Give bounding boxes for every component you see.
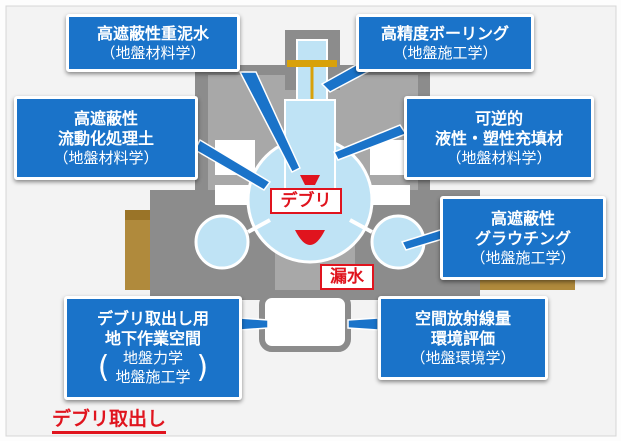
callout-mud-water-sub: （地盤材料学） bbox=[100, 43, 206, 62]
callout-radiation-title-2: 環境評価 bbox=[430, 328, 495, 348]
callout-radiation-title-1: 空間放射線量 bbox=[414, 308, 511, 328]
callout-boring: 高精度ボーリング （地盤施工学） bbox=[356, 14, 534, 72]
callout-grouting-title-2: グラウチング bbox=[474, 228, 571, 248]
compartment-left-2 bbox=[215, 185, 255, 205]
callout-grouting-title-1: 高遮蔽性 bbox=[490, 208, 555, 228]
arrow-mud-water bbox=[238, 71, 301, 174]
callout-reversible-title-1: 可逆的 bbox=[474, 108, 523, 128]
callout-workspace-title-2: 地下作業空間 bbox=[104, 328, 201, 348]
callout-fluid-soil-title-2: 流動化処理土 bbox=[57, 128, 154, 148]
callout-grouting-sub: （地盤施工学） bbox=[470, 248, 576, 267]
callout-mud-water-title: 高遮蔽性重泥水 bbox=[96, 23, 209, 43]
callout-workspace-sub-lines: 地盤力学 地盤施工学 bbox=[115, 349, 190, 388]
debris-blob-top bbox=[300, 175, 320, 185]
underground-workspace bbox=[259, 292, 351, 352]
pipe-left bbox=[247, 218, 271, 234]
callout-mud-water: 高遮蔽性重泥水 （地盤材料学） bbox=[66, 14, 240, 72]
arrow-fluid-soil bbox=[194, 138, 272, 191]
callout-workspace-title-1: デブリ取出し用 bbox=[96, 308, 209, 328]
callout-radiation: 空間放射線量 環境評価 （地盤環境学） bbox=[378, 296, 548, 380]
callout-grouting: 高遮蔽性 グラウチング （地盤施工学） bbox=[440, 196, 606, 280]
arrow-workspace bbox=[239, 317, 269, 331]
debris-blob-bottom bbox=[295, 230, 325, 245]
footer-label: デブリ取出し bbox=[52, 408, 167, 434]
callout-workspace: デブリ取出し用 地下作業空間 ( 地盤力学 地盤施工学 ) bbox=[64, 296, 242, 400]
callout-fluid-soil-sub: （地盤材料学） bbox=[53, 148, 159, 167]
callout-reversible-sub: （地盤材料学） bbox=[446, 148, 552, 167]
paren-open: ( bbox=[97, 350, 110, 385]
callout-reversible-title-2: 液性・塑性充填材 bbox=[434, 128, 563, 148]
pipe-right bbox=[349, 218, 373, 234]
callout-workspace-sub-1: 地盤力学 bbox=[122, 348, 183, 367]
paren-close: ) bbox=[196, 350, 209, 385]
callout-fluid-soil: 高遮蔽性 流動化処理土 （地盤材料学） bbox=[14, 96, 198, 180]
callout-reversible: 可逆的 液性・塑性充填材 （地盤材料学） bbox=[404, 96, 594, 180]
suppression-chamber-left bbox=[194, 214, 250, 270]
callout-fluid-soil-title-1: 高遮蔽性 bbox=[73, 108, 138, 128]
callout-workspace-sub-group: ( 地盤力学 地盤施工学 ) bbox=[98, 349, 208, 388]
callout-boring-title: 高精度ボーリング bbox=[380, 23, 509, 43]
callout-workspace-sub-2: 地盤施工学 bbox=[115, 368, 191, 386]
callout-boring-sub: （地盤施工学） bbox=[392, 43, 498, 62]
debris-tag: デブリ bbox=[270, 188, 342, 214]
compartment-right-2 bbox=[370, 185, 410, 205]
leak-tag: 漏水 bbox=[320, 264, 374, 290]
arrow-radiation bbox=[347, 317, 379, 331]
callout-radiation-sub: （地盤環境学） bbox=[410, 348, 516, 367]
